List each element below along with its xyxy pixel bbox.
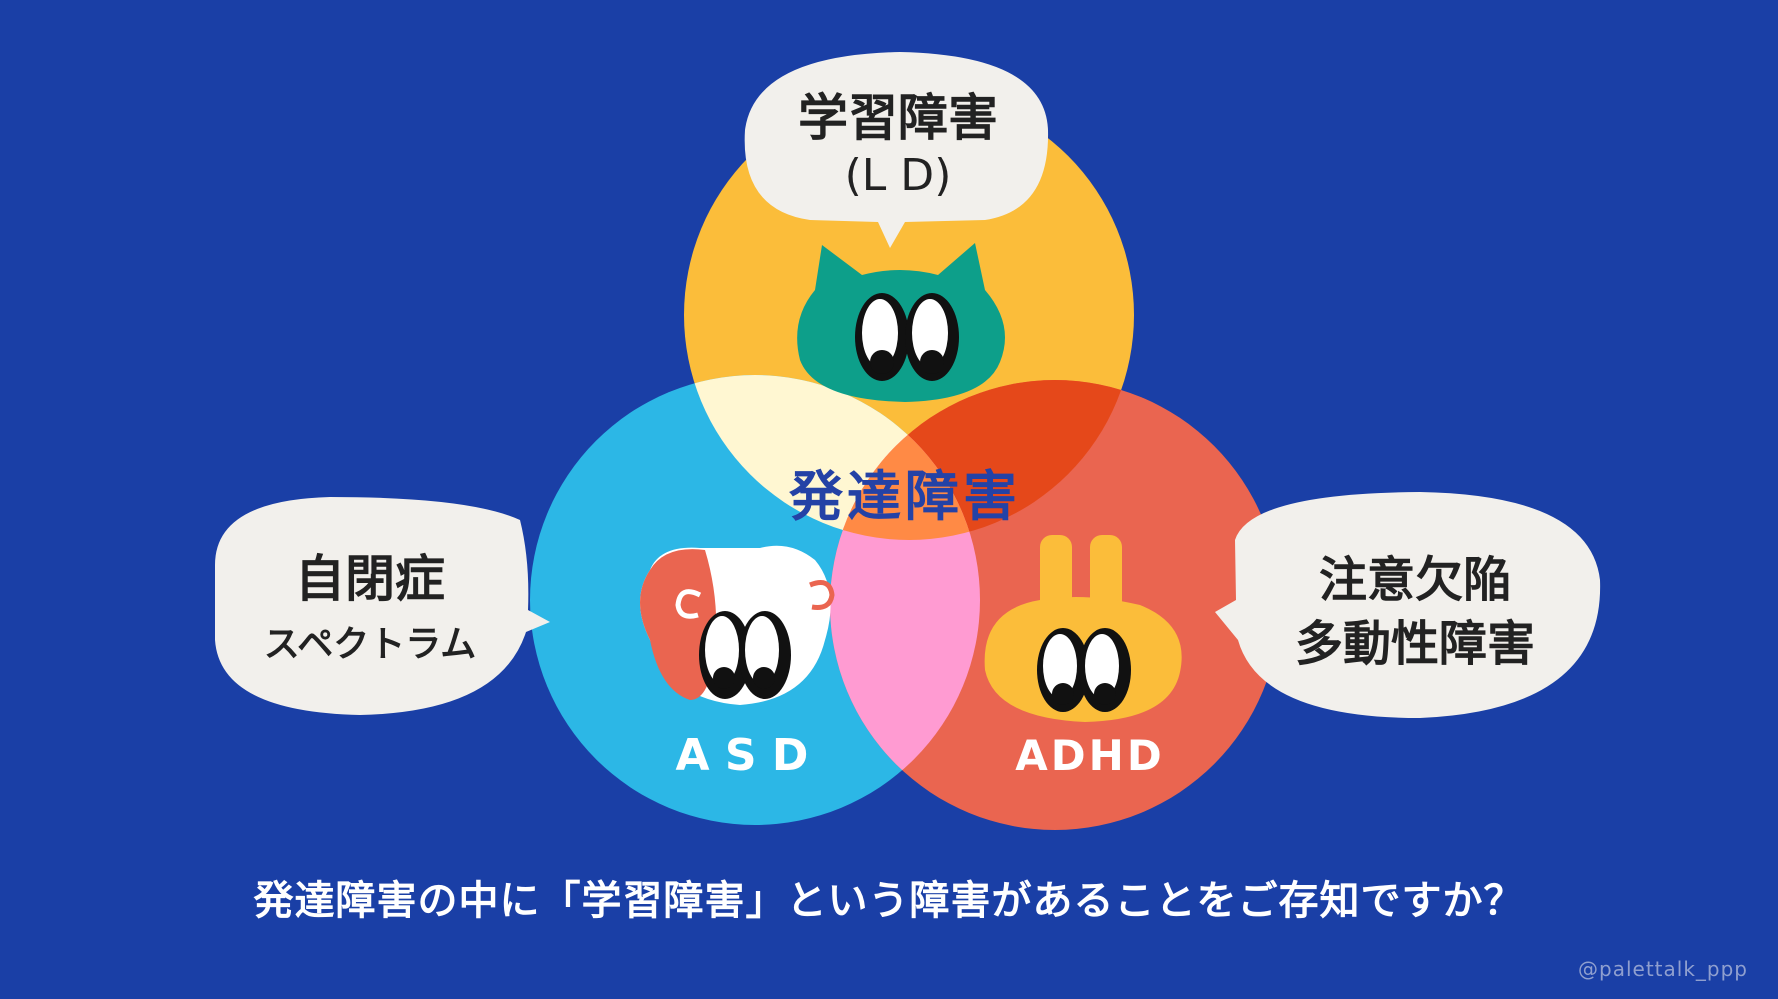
ld-bubble-line1: 学習障害 [798, 89, 998, 147]
adhd-speech-bubble: 注意欠陥 多動性障害 [1215, 492, 1601, 718]
ld-speech-bubble: 学習障害 (L D) [744, 52, 1049, 248]
caption: 発達障害の中に「学習障害」という障害があることをご存知ですか？ [253, 878, 1525, 924]
adhd-character [984, 535, 1182, 722]
adhd-name: ADHD [1015, 731, 1164, 780]
adhd-bubble-line1: 注意欠陥 [1319, 552, 1511, 608]
asd-bubble-line1: 自閉症 [295, 550, 445, 608]
asd-character [640, 545, 835, 705]
ld-character [797, 243, 1005, 402]
center-label: 発達障害 [789, 465, 1021, 528]
asd-name: A S D [676, 730, 809, 781]
overlap-center [830, 380, 980, 540]
watermark: @palettalk_ppp [1578, 957, 1748, 981]
asd-bubble-line2: スペクトラム [264, 624, 476, 665]
asd-speech-bubble: 自閉症 スペクトラム [215, 497, 550, 715]
adhd-bubble-line2: 多動性障害 [1295, 616, 1535, 672]
ld-bubble-line2: (L D) [845, 150, 952, 201]
